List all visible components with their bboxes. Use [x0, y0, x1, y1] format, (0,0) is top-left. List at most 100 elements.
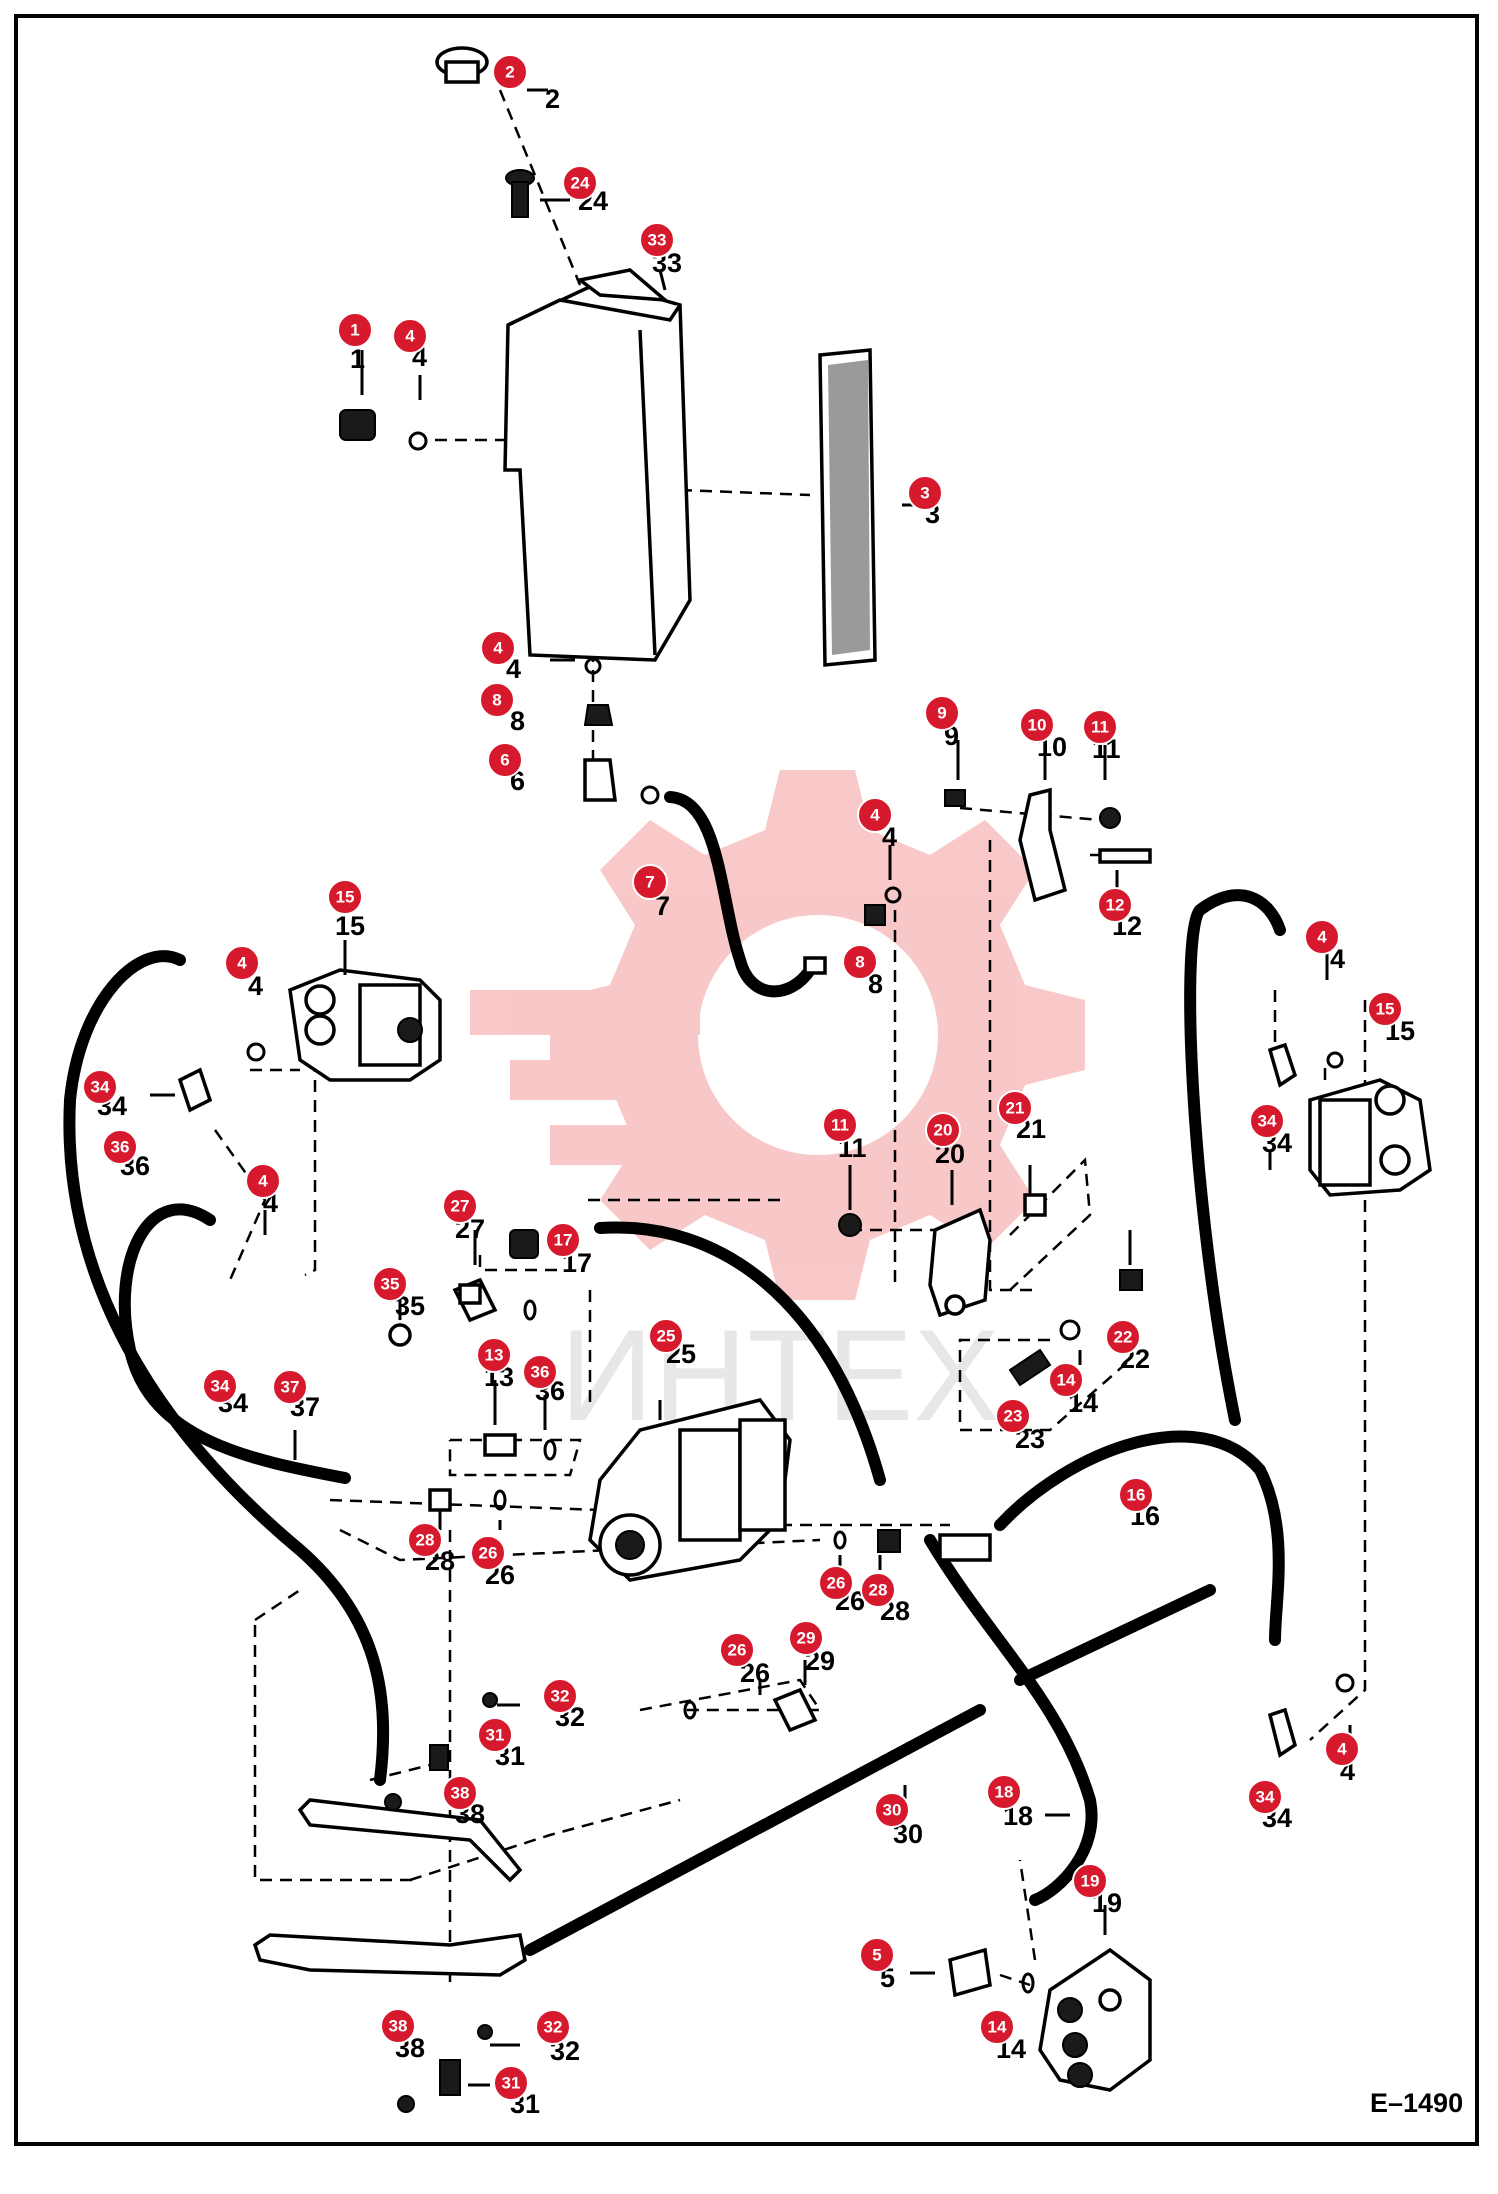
badge-number: 38 [389, 2017, 408, 2036]
badge-circle [979, 2009, 1015, 2045]
part-badge-4[interactable]: 4 [392, 318, 428, 354]
part-badge-6[interactable]: 6 [487, 742, 523, 778]
badge-number: 4 [1337, 1740, 1347, 1759]
motor-left [288, 968, 442, 1082]
part-badge-20[interactable]: 20 [925, 1112, 961, 1148]
part-badge-4[interactable]: 4 [1304, 919, 1340, 955]
part-badge-33[interactable]: 33 [639, 222, 675, 258]
badge-circle [392, 318, 428, 354]
part-badge-4[interactable]: 4 [245, 1163, 281, 1199]
badge-number: 11 [831, 1116, 849, 1135]
part-badge-14[interactable]: 14 [979, 2009, 1015, 2045]
part-badge-4[interactable]: 4 [224, 945, 260, 981]
part-badge-1[interactable]: 1 [337, 312, 373, 348]
badge-number: 26 [479, 1544, 498, 1563]
badge-circle [822, 1107, 858, 1143]
badge-circle [842, 944, 878, 980]
part-badge-11[interactable]: 11 [1082, 709, 1118, 745]
part-badge-26[interactable]: 26 [719, 1632, 755, 1668]
part-badge-3[interactable]: 3 [907, 475, 943, 511]
badge-circle [1118, 1477, 1154, 1513]
part-badge-21[interactable]: 21 [997, 1090, 1033, 1126]
part-badge-34[interactable]: 34 [1249, 1103, 1285, 1139]
badge-circle [648, 1318, 684, 1354]
part-badge-36[interactable]: 36 [102, 1129, 138, 1165]
badge-number: 4 [1317, 928, 1327, 947]
part-badge-4[interactable]: 4 [480, 630, 516, 666]
part-badge-16[interactable]: 16 [1118, 1477, 1154, 1513]
part-badge-30[interactable]: 30 [874, 1792, 910, 1828]
part-number-label: 1 [350, 344, 365, 374]
part-badge-25[interactable]: 25 [648, 1318, 684, 1354]
part-badge-32[interactable]: 32 [535, 2009, 571, 2045]
badge-circle [522, 1354, 558, 1390]
part-badge-28[interactable]: 28 [407, 1522, 443, 1558]
part-badge-9[interactable]: 9 [924, 695, 960, 731]
badge-circle [924, 695, 960, 731]
badge-circle [542, 1678, 578, 1714]
part-badge-17[interactable]: 17 [545, 1222, 581, 1258]
part-badge-36[interactable]: 36 [522, 1354, 558, 1390]
badge-circle [1367, 991, 1403, 1027]
part-badge-38[interactable]: 38 [442, 1775, 478, 1811]
part-badge-38[interactable]: 38 [380, 2008, 416, 2044]
part-badge-2[interactable]: 2 [492, 54, 528, 90]
badge-circle [1249, 1103, 1285, 1139]
badge-circle [224, 945, 260, 981]
screen-filter [818, 348, 877, 667]
part-badge-13[interactable]: 13 [476, 1337, 512, 1373]
badge-number: 18 [995, 1783, 1014, 1802]
part-badge-26[interactable]: 26 [818, 1565, 854, 1601]
part-badge-19[interactable]: 19 [1072, 1863, 1108, 1899]
badge-circle [874, 1792, 910, 1828]
part-badge-12[interactable]: 12 [1097, 887, 1133, 923]
part-badge-15[interactable]: 15 [1367, 991, 1403, 1027]
part-number-label: 4 [882, 822, 897, 852]
part-badge-28[interactable]: 28 [860, 1572, 896, 1608]
part-badge-4[interactable]: 4 [857, 797, 893, 833]
part-badge-4[interactable]: 4 [1324, 1731, 1360, 1767]
part-badge-34[interactable]: 34 [1247, 1779, 1283, 1815]
part-badge-34[interactable]: 34 [82, 1069, 118, 1105]
part-badge-35[interactable]: 35 [372, 1266, 408, 1302]
part-badge-5[interactable]: 5 [859, 1937, 895, 1973]
part-badge-23[interactable]: 23 [995, 1398, 1031, 1434]
part-badge-26[interactable]: 26 [470, 1535, 506, 1571]
badge-circle [1105, 1319, 1141, 1355]
badge-circle [818, 1565, 854, 1601]
badge-number: 4 [258, 1172, 268, 1191]
part-badge-8[interactable]: 8 [842, 944, 878, 980]
badge-number: 21 [1006, 1099, 1025, 1118]
part-badge-31[interactable]: 31 [477, 1717, 513, 1753]
badge-number: 35 [381, 1275, 400, 1294]
badge-circle [82, 1069, 118, 1105]
badge-circle [479, 682, 515, 718]
part-badge-14[interactable]: 14 [1048, 1362, 1084, 1398]
badge-number: 15 [336, 888, 355, 907]
part-badge-10[interactable]: 10 [1019, 707, 1055, 743]
part-badge-31[interactable]: 31 [493, 2065, 529, 2101]
badge-number: 31 [502, 2074, 521, 2093]
part-badge-34[interactable]: 34 [202, 1368, 238, 1404]
badge-circle [859, 1937, 895, 1973]
part-badge-15[interactable]: 15 [327, 879, 363, 915]
part-badge-29[interactable]: 29 [788, 1620, 824, 1656]
part-badge-11[interactable]: 11 [822, 1107, 858, 1143]
part-badge-27[interactable]: 27 [442, 1188, 478, 1224]
badge-number: 24 [571, 174, 590, 193]
part-badge-18[interactable]: 18 [986, 1774, 1022, 1810]
part-badge-7[interactable]: 7 [632, 864, 668, 900]
badge-circle [337, 312, 373, 348]
badge-number: 4 [870, 806, 880, 825]
part-badge-24[interactable]: 24 [562, 165, 598, 201]
part-badge-22[interactable]: 22 [1105, 1319, 1141, 1355]
part-badge-32[interactable]: 32 [542, 1678, 578, 1714]
badge-number: 4 [405, 327, 415, 346]
badge-circle [788, 1620, 824, 1656]
badge-number: 34 [1256, 1788, 1275, 1807]
badge-number: 33 [648, 231, 667, 250]
part-badge-8[interactable]: 8 [479, 682, 515, 718]
badge-circle [857, 797, 893, 833]
badge-circle [442, 1775, 478, 1811]
part-badge-37[interactable]: 37 [272, 1369, 308, 1405]
